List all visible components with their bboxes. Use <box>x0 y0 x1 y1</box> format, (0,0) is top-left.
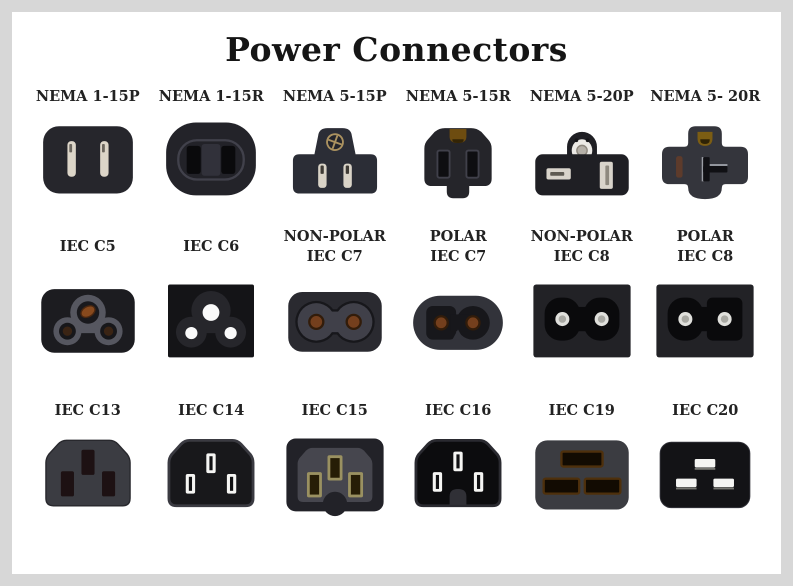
cell-nema-5-15p: NEMA 5-15P <box>273 85 397 201</box>
connector-label: IEC C20 <box>672 401 739 419</box>
connector-label: IEC C15 <box>301 401 368 419</box>
cell-iec-c13: IEC C13 <box>26 397 150 517</box>
iec-c20-connector-icon <box>645 431 765 517</box>
iec-c14-connector-icon <box>151 431 271 517</box>
cell-non-polar-iec-c8: NON-POLAR IEC C8 <box>520 223 644 363</box>
connector-label: NEMA 5-20P <box>529 87 634 105</box>
nema-1-15p-connector-icon <box>28 115 148 201</box>
cell-nema-5-15r: NEMA 5-15R <box>397 85 521 201</box>
connector-label: NEMA 1-15P <box>35 87 140 105</box>
infographic-card: Power Connectors NEMA 1-15P NEMA 1-15R <box>12 12 781 574</box>
cell-nema-1-15r: NEMA 1-15R <box>150 85 274 201</box>
iec-c6-connector-icon <box>151 277 271 363</box>
iec-c16-connector-icon <box>398 431 518 517</box>
connector-label: IEC C16 <box>425 401 492 419</box>
iec-c5-connector-icon <box>28 277 148 363</box>
connector-row-2: IEC C5 IEC C6 <box>12 223 781 363</box>
connector-label: NEMA 5- 20R <box>650 87 761 105</box>
connector-label: NON-POLAR IEC C8 <box>530 227 633 265</box>
nema-5-20p-connector-icon <box>522 115 642 201</box>
cell-polar-iec-c8: POLAR IEC C8 <box>644 223 768 363</box>
connector-label: IEC C19 <box>548 401 615 419</box>
iec-c19-connector-icon <box>522 431 642 517</box>
connector-label: IEC C5 <box>59 237 116 255</box>
connector-label: NEMA 5-15P <box>282 87 387 105</box>
connector-row-3: IEC C13 IEC C14 <box>12 397 781 517</box>
connector-label: IEC C6 <box>183 237 240 255</box>
connector-label: IEC C13 <box>54 401 121 419</box>
cell-iec-c20: IEC C20 <box>644 397 768 517</box>
iec-c15-connector-icon <box>275 431 395 517</box>
cell-nema-5-20p: NEMA 5-20P <box>520 85 644 201</box>
connector-label: IEC C14 <box>178 401 245 419</box>
nema-1-15r-connector-icon <box>151 115 271 201</box>
connector-label: POLAR IEC C8 <box>676 227 734 265</box>
cell-iec-c6: IEC C6 <box>150 223 274 363</box>
cell-polar-iec-c7: POLAR IEC C7 <box>397 223 521 363</box>
connector-label: NEMA 5-15R <box>405 87 511 105</box>
iec-c13-connector-icon <box>28 431 148 517</box>
cell-non-polar-iec-c7: NON-POLAR IEC C7 <box>273 223 397 363</box>
connector-label: POLAR IEC C7 <box>429 227 487 265</box>
cell-iec-c15: IEC C15 <box>273 397 397 517</box>
cell-iec-c16: IEC C16 <box>397 397 521 517</box>
cell-nema-5-20r: NEMA 5- 20R <box>644 85 768 201</box>
cell-iec-c14: IEC C14 <box>150 397 274 517</box>
page-title: Power Connectors <box>225 30 568 69</box>
cell-iec-c5: IEC C5 <box>26 223 150 363</box>
cell-nema-1-15p: NEMA 1-15P <box>26 85 150 201</box>
polar-iec-c7-connector-icon <box>398 277 518 363</box>
polar-iec-c8-connector-icon <box>645 277 765 363</box>
connector-row-1: NEMA 1-15P NEMA 1-15R <box>12 85 781 201</box>
nema-5-20r-connector-icon <box>645 115 765 201</box>
nema-5-15p-connector-icon <box>275 115 395 201</box>
nema-5-15r-connector-icon <box>398 115 518 201</box>
connector-label: NEMA 1-15R <box>158 87 264 105</box>
non-polar-iec-c8-connector-icon <box>522 277 642 363</box>
connector-label: NON-POLAR IEC C7 <box>283 227 386 265</box>
cell-iec-c19: IEC C19 <box>520 397 644 517</box>
non-polar-iec-c7-connector-icon <box>275 277 395 363</box>
